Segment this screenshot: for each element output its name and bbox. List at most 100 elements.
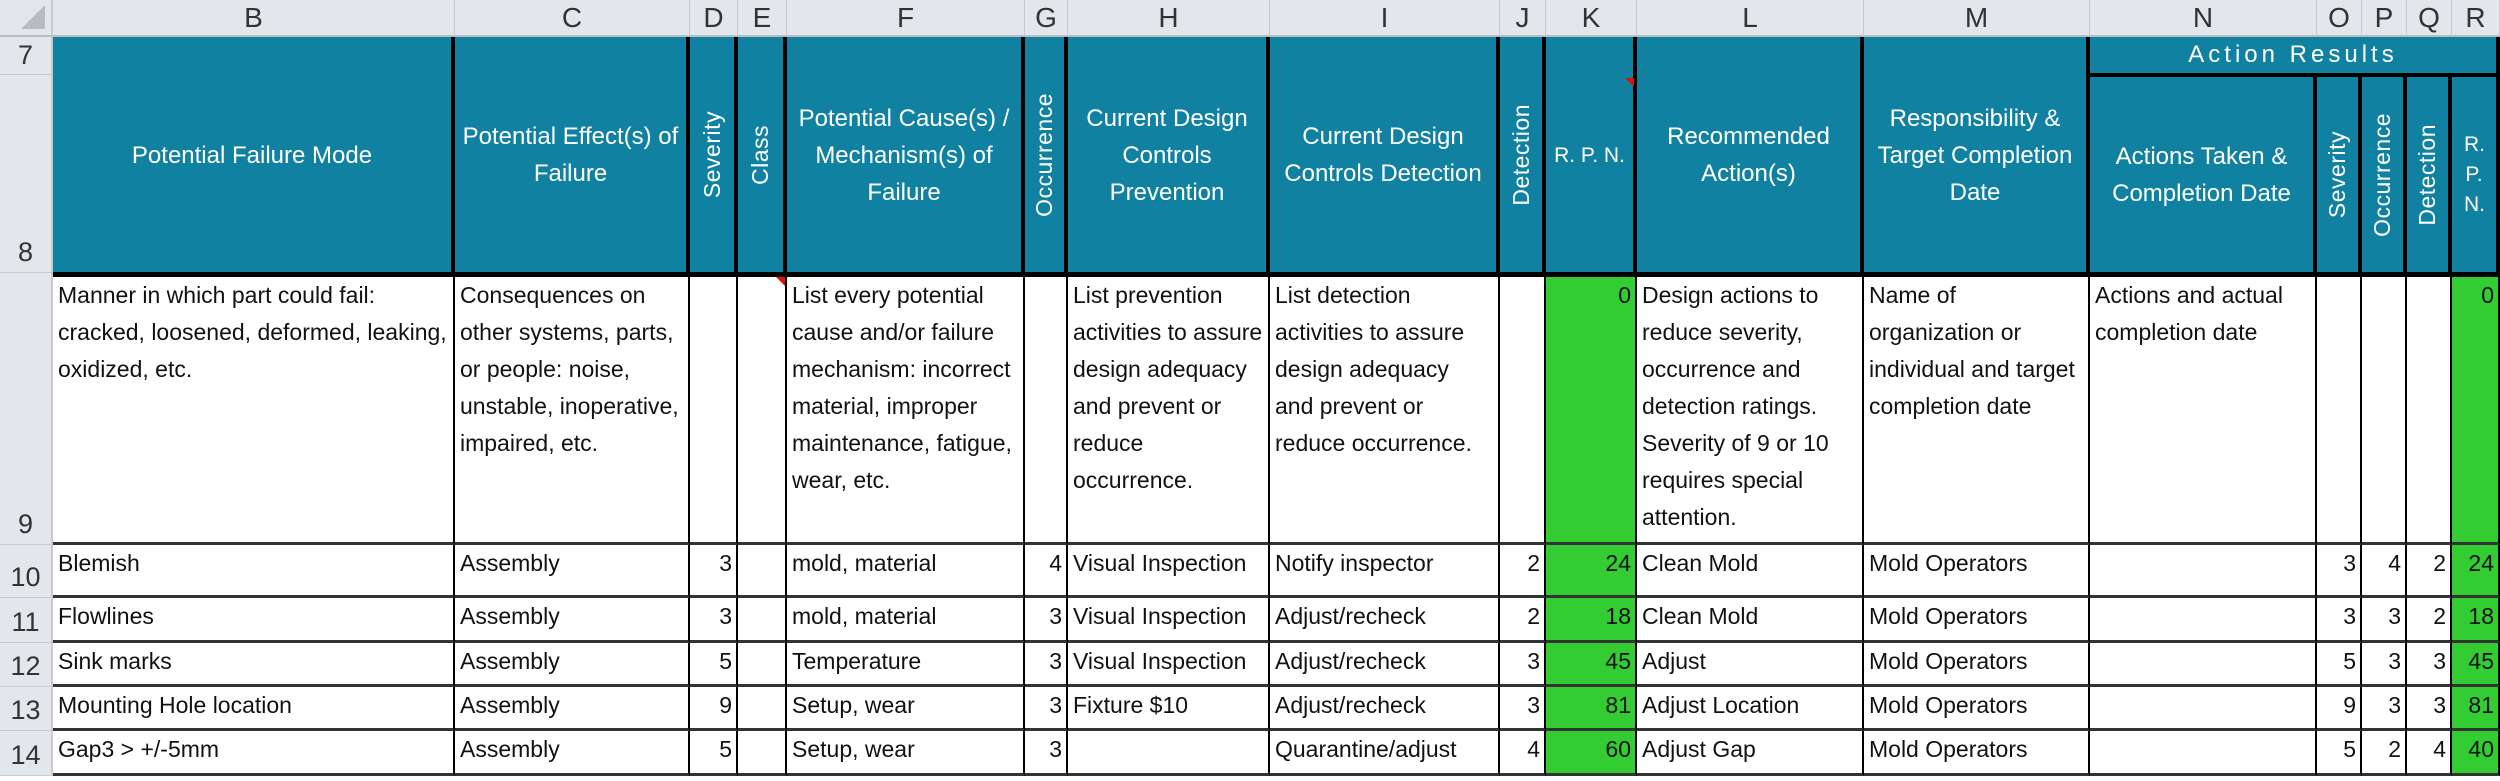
column-header[interactable]: C [455, 0, 690, 37]
cell-res-rpn[interactable]: 40 [2452, 731, 2500, 776]
cell-actions-taken[interactable] [2090, 545, 2317, 598]
cell-res-severity[interactable]: 5 [2317, 643, 2362, 687]
select-all-corner[interactable] [0, 0, 53, 37]
cell-actions-taken[interactable] [2090, 687, 2317, 731]
row-header[interactable]: 11 [0, 598, 53, 643]
cell-res-rpn[interactable]: 45 [2452, 643, 2500, 687]
guide-causes[interactable]: List every potential cause and/or failur… [787, 277, 1025, 545]
row-header[interactable]: 10 [0, 545, 53, 598]
column-header[interactable]: N [2090, 0, 2317, 37]
cell-class[interactable] [738, 687, 787, 731]
cell-severity[interactable]: 3 [690, 545, 738, 598]
cell-res-detection[interactable]: 3 [2407, 687, 2452, 731]
cell-class[interactable] [738, 598, 787, 643]
row-header[interactable]: 7 [0, 37, 53, 75]
cell-rpn[interactable]: 24 [1546, 545, 1637, 598]
cell-causes[interactable]: Setup, wear [787, 687, 1025, 731]
cell-res-severity[interactable]: 3 [2317, 598, 2362, 643]
cell-recommended[interactable]: Adjust [1637, 643, 1864, 687]
row-header[interactable]: 14 [0, 731, 53, 776]
column-header[interactable]: K [1546, 0, 1637, 37]
cell-rpn[interactable]: 18 [1546, 598, 1637, 643]
cell-severity[interactable]: 5 [690, 731, 738, 776]
cell-occurrence[interactable]: 3 [1025, 731, 1068, 776]
cell-effects[interactable]: Assembly [455, 643, 690, 687]
cell-res-severity[interactable]: 9 [2317, 687, 2362, 731]
cell-occurrence[interactable]: 4 [1025, 545, 1068, 598]
row-header[interactable]: 8 [0, 75, 53, 273]
column-header[interactable]: P [2362, 0, 2407, 37]
cell-res-occurrence[interactable]: 2 [2362, 731, 2407, 776]
column-header[interactable]: F [787, 0, 1025, 37]
comment-indicator-icon[interactable] [1625, 78, 1634, 87]
cell-effects[interactable]: Assembly [455, 687, 690, 731]
cell-responsibility[interactable]: Mold Operators [1864, 731, 2090, 776]
cell-causes[interactable]: Temperature [787, 643, 1025, 687]
header-rpn[interactable]: R. P. N. [1546, 37, 1637, 273]
column-header[interactable]: J [1500, 0, 1546, 37]
column-header[interactable]: G [1025, 0, 1068, 37]
cell-detection-controls[interactable]: Adjust/recheck [1270, 687, 1500, 731]
row-header[interactable]: 12 [0, 643, 53, 687]
header-detection-controls[interactable]: Current Design Controls Detection [1270, 37, 1500, 273]
cell-class[interactable] [738, 545, 787, 598]
cell-detection-controls[interactable]: Adjust/recheck [1270, 643, 1500, 687]
cell-effects[interactable]: Assembly [455, 545, 690, 598]
cell-detection[interactable]: 3 [1500, 687, 1546, 731]
cell-failure-mode[interactable]: Flowlines [53, 598, 455, 643]
guide-recommended[interactable]: Design actions to reduce severity, occur… [1637, 277, 1864, 545]
cell-recommended[interactable]: Clean Mold [1637, 598, 1864, 643]
cell-res-detection[interactable]: 4 [2407, 731, 2452, 776]
cell-severity[interactable]: 5 [690, 643, 738, 687]
cell-failure-mode[interactable]: Mounting Hole location [53, 687, 455, 731]
cell-severity[interactable]: 9 [690, 687, 738, 731]
cell-responsibility[interactable]: Mold Operators [1864, 687, 2090, 731]
cell-severity[interactable]: 3 [690, 598, 738, 643]
cell-responsibility[interactable]: Mold Operators [1864, 545, 2090, 598]
cell-failure-mode[interactable]: Gap3 > +/-5mm [53, 731, 455, 776]
header-action-results-group[interactable]: Action Results [2090, 37, 2500, 77]
column-header[interactable]: M [1864, 0, 2090, 37]
header-prevention[interactable]: Current Design Controls Prevention [1068, 37, 1270, 273]
cell-recommended[interactable]: Adjust Location [1637, 687, 1864, 731]
cell-class[interactable] [738, 643, 787, 687]
cell-res-detection[interactable]: 2 [2407, 598, 2452, 643]
cell-detection-controls[interactable]: Quarantine/adjust [1270, 731, 1500, 776]
cell-detection-controls[interactable]: Notify inspector [1270, 545, 1500, 598]
guide-rpn[interactable]: 0 [1546, 277, 1637, 545]
cell-prevention[interactable]: Fixture $10 [1068, 687, 1270, 731]
cell-recommended[interactable]: Clean Mold [1637, 545, 1864, 598]
header-responsibility[interactable]: Responsibility & Target Completion Date [1864, 37, 2090, 273]
cell-causes[interactable]: mold, material [787, 545, 1025, 598]
header-failure-mode[interactable]: Potential Failure Mode [53, 37, 455, 273]
guide-actions-taken[interactable]: Actions and actual completion date [2090, 277, 2317, 545]
guide-responsibility[interactable]: Name of organization or individual and t… [1864, 277, 2090, 545]
cell-detection[interactable]: 2 [1500, 598, 1546, 643]
guide-detection[interactable] [1500, 277, 1546, 545]
cell-effects[interactable]: Assembly [455, 598, 690, 643]
header-actions-taken[interactable]: Actions Taken & Completion Date [2090, 77, 2317, 273]
cell-responsibility[interactable]: Mold Operators [1864, 643, 2090, 687]
header-result-severity[interactable]: Severity [2317, 77, 2362, 273]
guide-result-occurrence[interactable] [2362, 277, 2407, 545]
cell-effects[interactable]: Assembly [455, 731, 690, 776]
cell-actions-taken[interactable] [2090, 643, 2317, 687]
header-recommended[interactable]: Recommended Action(s) [1637, 37, 1864, 273]
header-result-detection[interactable]: Detection [2407, 77, 2452, 273]
guide-class[interactable] [738, 277, 787, 545]
cell-res-rpn[interactable]: 24 [2452, 545, 2500, 598]
cell-occurrence[interactable]: 3 [1025, 687, 1068, 731]
column-header[interactable]: L [1637, 0, 1864, 37]
header-class[interactable]: Class [738, 37, 787, 273]
cell-res-severity[interactable]: 5 [2317, 731, 2362, 776]
column-header[interactable]: H [1068, 0, 1270, 37]
guide-result-severity[interactable] [2317, 277, 2362, 545]
guide-result-detection[interactable] [2407, 277, 2452, 545]
cell-res-occurrence[interactable]: 3 [2362, 643, 2407, 687]
cell-recommended[interactable]: Adjust Gap [1637, 731, 1864, 776]
cell-res-rpn[interactable]: 81 [2452, 687, 2500, 731]
row-header[interactable]: 13 [0, 687, 53, 731]
comment-indicator-icon[interactable] [776, 277, 785, 286]
cell-causes[interactable]: mold, material [787, 598, 1025, 643]
cell-failure-mode[interactable]: Blemish [53, 545, 455, 598]
